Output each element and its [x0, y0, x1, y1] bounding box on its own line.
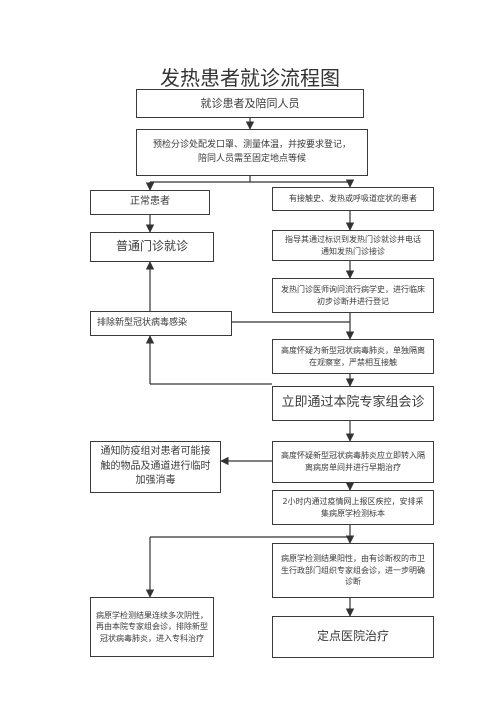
node-label: 高度怀疑为新型冠状病毒肺炎，单独隔离在观察室，严禁相互接触 — [281, 345, 425, 367]
node-label: 病原学检测结果阳性，由有诊断权的市卫生行政部门组织专家组会诊，进一步明确诊断 — [281, 554, 425, 587]
node-label: 通知防疫组对患者可能接触的物品及通道进行临时加强消毒 — [100, 446, 211, 487]
node-symptomatic-patient: 有接触史、发热或呼吸道症状的患者 — [272, 187, 434, 211]
node-general-clinic: 普通门诊就诊 — [90, 232, 214, 262]
node-guide-to-fever-clinic: 指导其通过标识到发热门诊就诊并电话通知发热门诊接诊 — [272, 230, 434, 261]
node-label: 2小时内通过疫情网上报区疾控，安排采集病原学检测标本 — [282, 496, 424, 518]
node-label: 排除新型冠状病毒感染 — [97, 317, 188, 328]
node-negative-result: 病原学检测结果连续多次阴性，再由本院专家组会诊，排除新型冠状病毒肺炎，进入专科治… — [90, 597, 214, 657]
node-label: 就诊患者及陪同人员 — [200, 96, 300, 110]
node-transfer-isolation-ward: 高度怀疑新型冠状病毒肺炎应立即转入隔离病房单间并进行早期治疗 — [272, 441, 434, 483]
node-triage: 预检分诊处配发口罩、测量体温，并按要求登记，陪同人员需至固定地点等候 — [136, 129, 368, 176]
node-normal-patient: 正常患者 — [90, 190, 210, 215]
page-title: 发热患者就诊流程图 — [160, 66, 340, 90]
node-label: 指导其通过标识到发热门诊就诊并电话通知发热门诊接诊 — [285, 234, 421, 256]
node-label: 定点医院治疗 — [316, 629, 389, 644]
node-label: 有接触史、发热或呼吸道症状的患者 — [289, 194, 417, 204]
node-expert-consultation: 立即通过本院专家组会诊 — [272, 386, 434, 421]
node-positive-result: 病原学检测结果阳性，由有诊断权的市卫生行政部门组织专家组会诊，进一步明确诊断 — [272, 543, 434, 598]
node-label: 发热门诊医师询问流行病学史，进行临床初步诊断并进行登记 — [281, 284, 425, 306]
node-label: 普通门诊就诊 — [115, 239, 188, 254]
node-label: 预检分诊处配发口罩、测量体温，并按要求登记，陪同人员需至固定地点等候 — [152, 140, 351, 164]
node-label: 高度怀疑新型冠状病毒肺炎应立即转入隔离病房单间并进行早期治疗 — [281, 451, 425, 472]
node-designated-hospital: 定点医院治疗 — [272, 616, 434, 658]
node-label: 病原学检测结果连续多次阴性，再由本院专家组会诊，排除新型冠状病毒肺炎，进入专科治… — [96, 610, 208, 643]
node-patients-and-companions: 就诊患者及陪同人员 — [136, 89, 364, 118]
node-isolation-observation: 高度怀疑为新型冠状病毒肺炎，单独隔离在观察室，严禁相互接触 — [272, 339, 434, 374]
node-epidemiology-history: 发热门诊医师询问流行病学史，进行临床初步诊断并进行登记 — [272, 278, 434, 313]
node-label: 立即通过本院专家组会诊 — [281, 395, 425, 411]
node-report-and-sample: 2小时内通过疫情网上报区疾控，安排采集病原学检测标本 — [272, 490, 434, 525]
node-label: 正常患者 — [130, 196, 170, 208]
node-notify-disinfection: 通知防疫组对患者可能接触的物品及通道进行临时加强消毒 — [90, 441, 221, 493]
node-exclude-infection: 排除新型冠状病毒感染 — [90, 311, 232, 336]
